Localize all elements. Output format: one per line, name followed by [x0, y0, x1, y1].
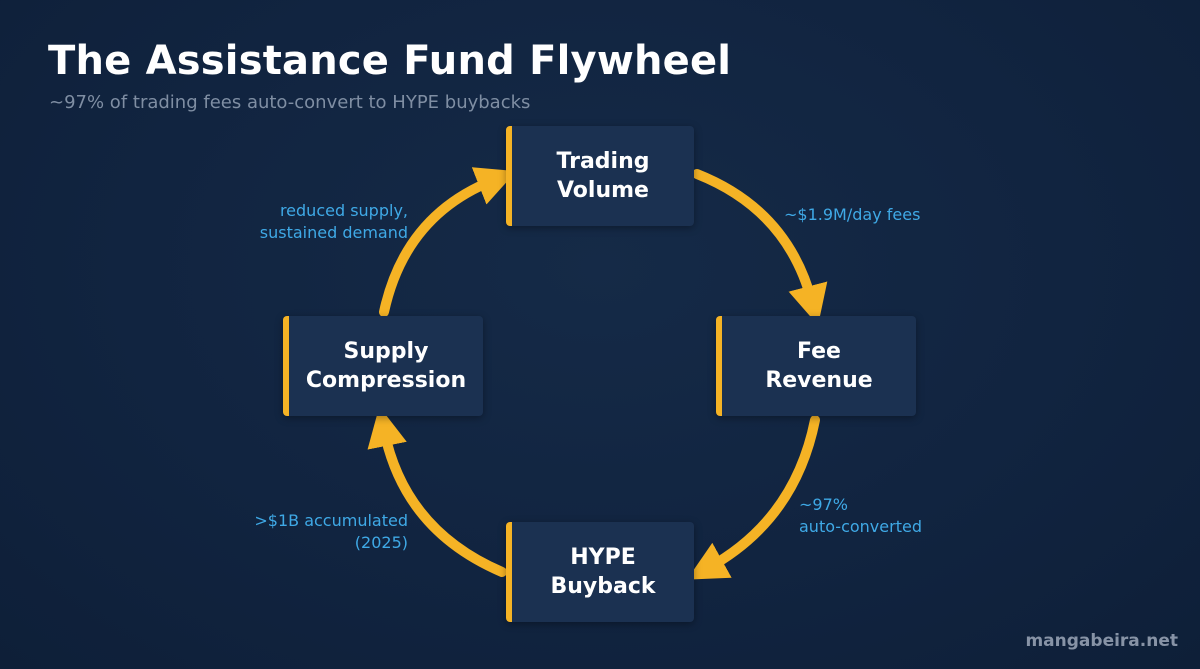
edge-label-buyback-to-supply: >$1B accumulated (2025) — [254, 511, 408, 552]
node-fee-revenue-label: Fee Revenue — [765, 339, 873, 393]
node-hype-buyback-label: HYPE Buyback — [550, 545, 656, 599]
node-supply-compression: Supply Compression — [283, 316, 483, 416]
edge-label-supply-to-volume: reduced supply, sustained demand — [259, 201, 408, 242]
page-title: The Assistance Fund Flywheel — [48, 38, 732, 84]
page-subtitle: ~97% of trading fees auto-convert to HYP… — [49, 92, 531, 113]
node-trading-volume-label: Trading Volume — [556, 149, 650, 203]
watermark: mangabeira.net — [1025, 631, 1178, 651]
node-hype-buyback: HYPE Buyback — [506, 522, 694, 622]
node-fee-revenue: Fee Revenue — [716, 316, 916, 416]
arrow-buyback-to-supply — [367, 406, 507, 577]
arrow-supply-to-volume — [379, 167, 517, 317]
node-trading-volume: Trading Volume — [506, 126, 694, 226]
edge-label-fees-to-buyback: ~97% auto-converted — [799, 495, 922, 536]
arrow-fees-to-buyback — [686, 415, 820, 580]
node-supply-compression-label: Supply Compression — [305, 339, 467, 393]
arrow-volume-to-fees — [692, 169, 828, 326]
edge-label-volume-to-fees: ~$1.9M/day fees — [784, 205, 921, 224]
